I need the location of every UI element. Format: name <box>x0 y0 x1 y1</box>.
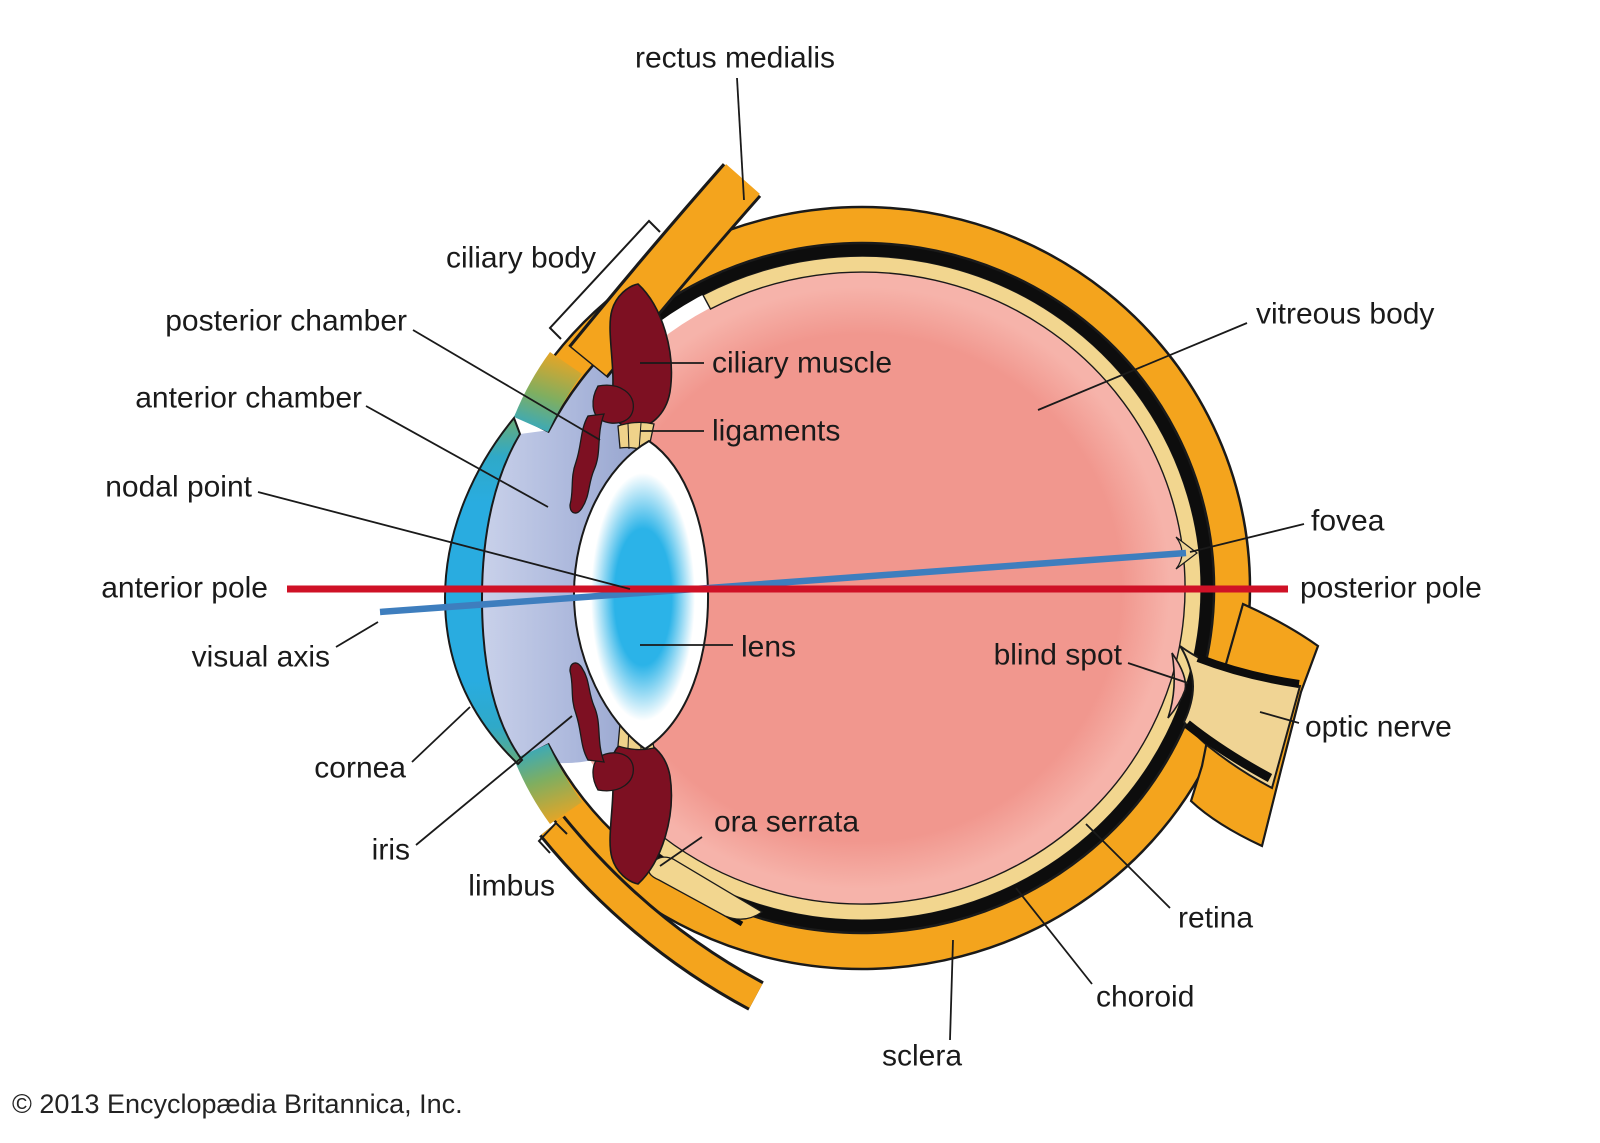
leader-retina <box>1085 823 1171 909</box>
label-blind-spot: blind spot <box>994 639 1123 672</box>
leader-choroid <box>1015 887 1093 985</box>
leader-fovea <box>1189 523 1305 553</box>
leader-ora-serrata <box>659 836 703 867</box>
leader-optic-nerve <box>1259 711 1300 724</box>
limbus-shape-bottom <box>514 744 582 824</box>
label-posterior-pole: posterior pole <box>1300 572 1482 605</box>
label-lens: lens <box>741 631 796 664</box>
label-iris: iris <box>372 834 410 867</box>
leader-rectus-medialis <box>736 77 745 201</box>
leader-blind-spot <box>1127 662 1189 684</box>
label-fovea: fovea <box>1311 505 1385 538</box>
fovea-shape <box>1175 536 1198 570</box>
lens-core-shape <box>591 473 695 721</box>
label-ciliary-body: ciliary body <box>446 242 596 275</box>
label-nodal-point: nodal point <box>105 471 252 504</box>
rectus-medialis-shape <box>571 164 760 376</box>
label-ciliary-muscle: ciliary muscle <box>712 347 892 380</box>
label-vitreous-body: vitreous body <box>1256 298 1434 331</box>
bracket-limbus <box>537 821 568 854</box>
label-limbus: limbus <box>468 870 555 903</box>
leader-lines <box>257 77 1305 1041</box>
bracket-ciliary-body <box>548 219 661 340</box>
leader-nodal-point <box>257 491 631 590</box>
label-visual-axis: visual axis <box>192 641 330 674</box>
copyright-text: © 2013 Encyclopædia Britannica, Inc. <box>12 1089 463 1119</box>
visual-axis-line <box>379 549 1187 616</box>
leader-visual-axis <box>335 621 379 648</box>
label-optic-nerve: optic nerve <box>1305 711 1452 744</box>
label-anterior-pole: anterior pole <box>101 572 268 605</box>
leader-vitreous-body <box>1037 322 1248 411</box>
optic-nerve-shape <box>1167 602 1320 848</box>
cornea-shape <box>443 416 524 766</box>
label-posterior-chamber: posterior chamber <box>165 305 407 338</box>
ora-serrata-shape <box>648 856 764 920</box>
label-cornea: cornea <box>314 752 406 785</box>
label-anterior-chamber: anterior chamber <box>135 382 362 415</box>
label-ligaments: ligaments <box>712 415 840 448</box>
leader-anterior-chamber <box>365 405 549 508</box>
leader-posterior-chamber <box>412 329 601 441</box>
label-choroid: choroid <box>1096 981 1194 1014</box>
leader-iris <box>415 715 573 846</box>
label-ora-serrata: ora serrata <box>714 806 859 839</box>
leader-sclera <box>949 939 954 1041</box>
labels: rectus medialis ciliary body posterior c… <box>101 42 1482 1073</box>
label-retina: retina <box>1178 902 1253 935</box>
label-rectus-medialis: rectus medialis <box>635 42 835 75</box>
iris-shape-bottom <box>569 662 634 792</box>
iris-shape-top <box>569 384 634 514</box>
blind-spot-shape <box>1167 652 1187 719</box>
label-sclera: sclera <box>882 1040 962 1073</box>
leader-cornea <box>411 706 471 763</box>
inferior-muscle-shape <box>541 817 763 1008</box>
limbus-shape-top <box>514 352 582 432</box>
